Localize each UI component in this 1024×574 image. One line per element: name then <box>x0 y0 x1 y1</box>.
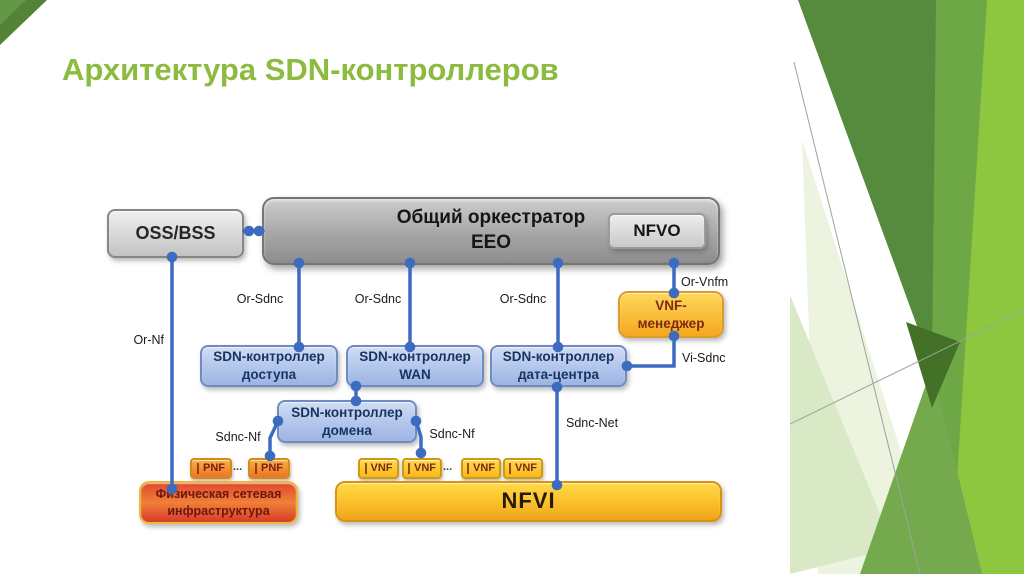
orchestrator-label-line1: Общий оркестратор <box>396 207 586 229</box>
vnf-manager-box: VNF- менеджер <box>618 291 724 338</box>
oss-bss-label: OSS/BSS <box>135 222 216 243</box>
vnf-box: VNF <box>358 458 399 479</box>
vnf-manager-label-line1: VNF- <box>655 297 687 313</box>
link-label-sdnc-nf-right: Sdnc-Nf <box>429 427 475 441</box>
vnf-label: VNF <box>473 462 495 475</box>
nfvi-label: NFVI <box>501 488 556 514</box>
phys-label-line1: Физическая сетевая <box>155 487 282 502</box>
ctrl-wan-line1: SDN-контроллер <box>359 349 471 365</box>
vnf-label: VNF <box>515 462 537 475</box>
vnf-box: VNF <box>461 458 501 479</box>
phys-label-line2: инфраструктура <box>167 503 270 518</box>
link-label-or-sdnc-dc: Or-Sdnc <box>499 292 547 306</box>
vnf-label: VNF <box>414 462 436 475</box>
ctrl-domain-line1: SDN-контроллер <box>291 404 403 420</box>
vnf-label: VNF <box>370 462 393 475</box>
vnf-ellipsis: ... <box>443 461 453 473</box>
corner-triangle-decoration <box>0 0 47 45</box>
sdn-controller-datacenter-box: SDN-контроллер дата-центра <box>490 345 627 387</box>
oss-bss-box: OSS/BSS <box>107 209 244 258</box>
physical-infrastructure-box: Физическая сетевая инфраструктура <box>139 481 298 524</box>
link-label-or-sdnc-wan: Or-Sdnc <box>354 292 402 306</box>
ctrl-access-line2: доступа <box>241 367 297 382</box>
nfvo-label: NFVO <box>633 220 681 240</box>
link-label-or-sdnc-access: Or-Sdnc <box>236 292 284 306</box>
vnf-box: VNF <box>402 458 442 479</box>
pnf-ellipsis: ... <box>233 461 243 473</box>
link-label-sdnc-net: Sdnc-Net <box>566 416 619 430</box>
vnf-manager-label-line2: менеджер <box>637 315 705 331</box>
nfvi-box: NFVI <box>335 481 722 522</box>
link-label-or-nf: Or-Nf <box>133 333 164 347</box>
link-label-sdnc-nf-left: Sdnc-Nf <box>215 430 261 444</box>
pnf-box: PNF <box>248 458 290 479</box>
green-pattern-decoration <box>790 0 1024 574</box>
sdn-controller-access-box: SDN-контроллер доступа <box>200 345 338 387</box>
page-title: Архитектура SDN-контроллеров <box>62 52 559 87</box>
ctrl-domain-line2: домена <box>322 422 372 438</box>
pnf-box: PNF <box>190 458 232 479</box>
ctrl-access-line1: SDN-контроллер <box>213 349 325 365</box>
ctrl-dc-line1: SDN-контроллер <box>502 349 615 365</box>
ctrl-dc-line2: дата-центра <box>517 367 600 382</box>
ctrl-wan-line2: WAN <box>399 367 431 382</box>
orchestrator-label-line2: ЕЕО <box>470 232 512 253</box>
pnf-label: PNF <box>203 462 225 475</box>
link-label-or-vnfm: Or-Vnfm <box>681 275 729 289</box>
nfvo-box: NFVO <box>608 213 706 249</box>
pnf-label: PNF <box>261 462 283 475</box>
link-label-vi-sdnc: Vi-Sdnc <box>682 351 726 365</box>
sdn-controller-wan-box: SDN-контроллер WAN <box>346 345 484 387</box>
sdn-controller-domain-box: SDN-контроллер домена <box>277 400 417 443</box>
vnf-box: VNF <box>503 458 543 479</box>
